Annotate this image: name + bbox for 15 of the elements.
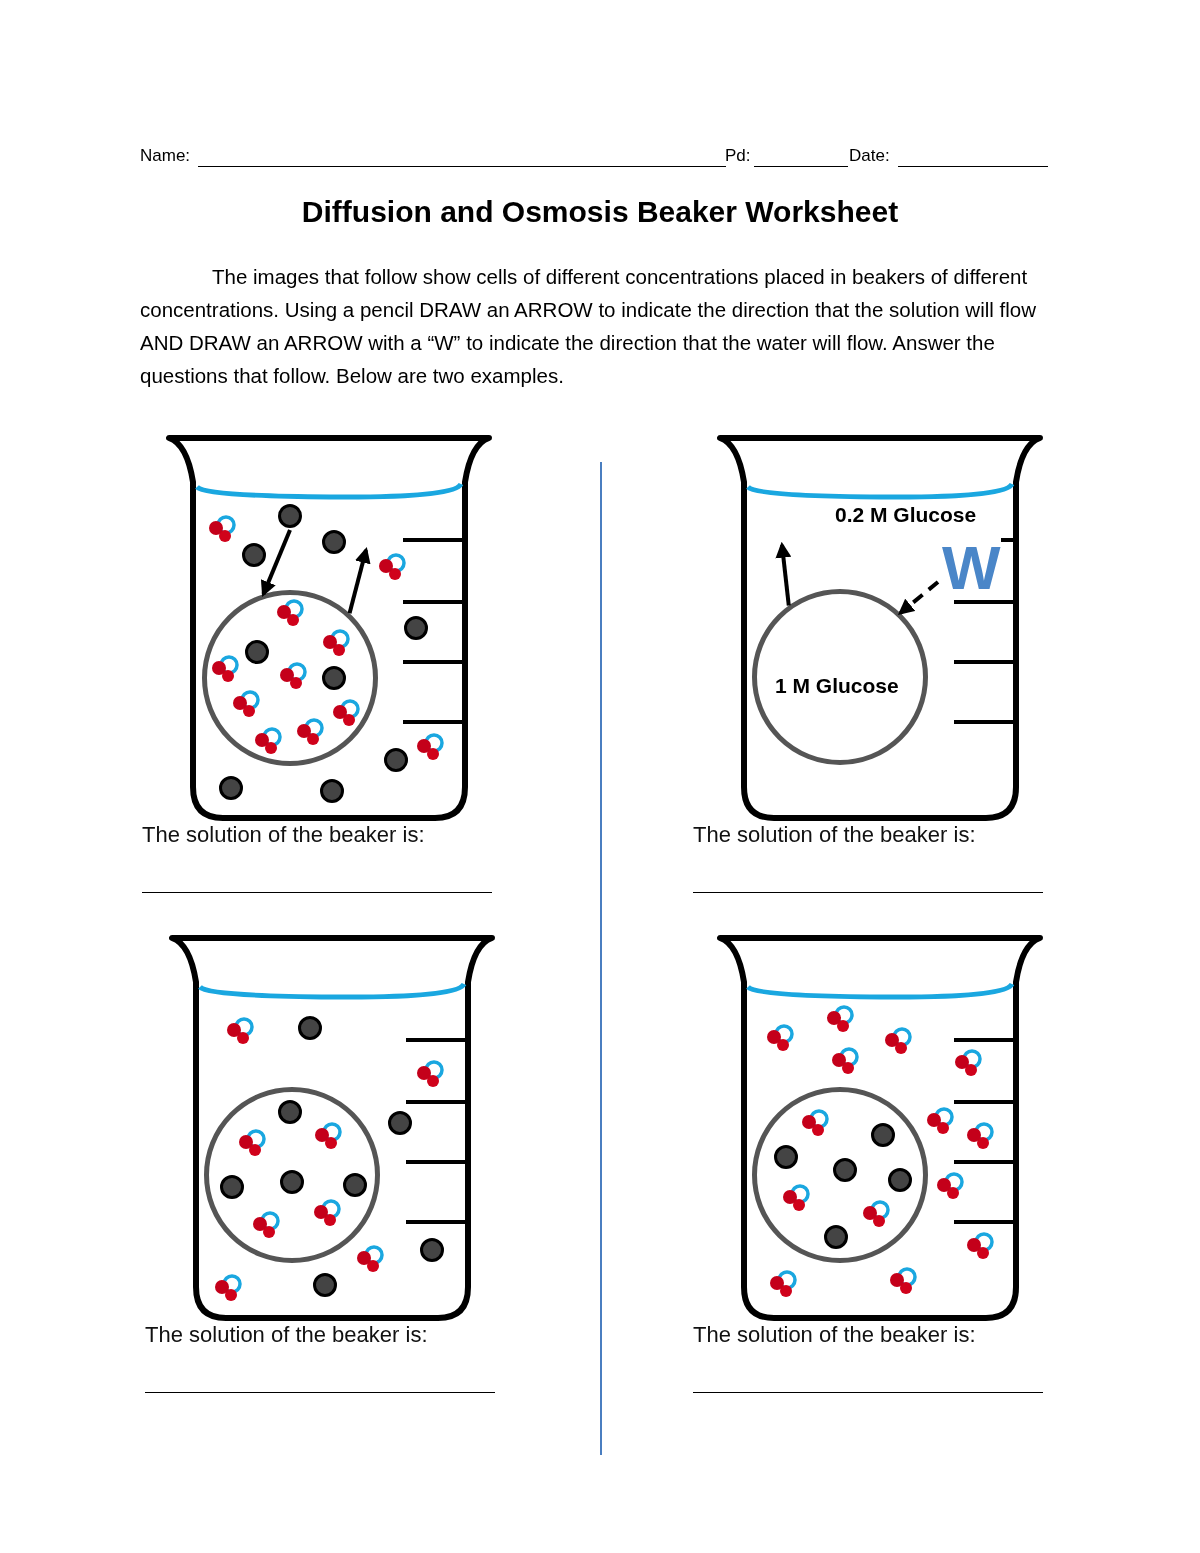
question-text: The solution of the beaker is: xyxy=(693,1322,976,1348)
arrow xyxy=(260,529,292,598)
question-text: The solution of the beaker is: xyxy=(693,822,976,848)
field-label: Pd: xyxy=(725,146,751,166)
instructions-paragraph: The images that follow show cells of different concentrations placed in beakers of different concentrations. Using a pencil DRAW an ARROW to indicate the direction that the solution will flow AND DRAW an ARROW with a “W” to indicate the direction that the water will flow. Answer the questions that follow. Below are two examples. xyxy=(140,264,1037,389)
cell-circle xyxy=(752,589,928,765)
question-text: The solution of the beaker is: xyxy=(142,822,425,848)
question-text: The solution of the beaker is: xyxy=(145,1322,428,1348)
arrow xyxy=(347,546,371,614)
concentration-label: 0.2 M Glucose xyxy=(835,503,977,527)
field-label: Name: xyxy=(140,146,191,166)
arrow xyxy=(897,580,940,615)
arrow xyxy=(775,541,792,606)
field-label: Date: xyxy=(849,146,890,166)
worksheet-title: Diffusion and Osmosis Beaker Worksheet xyxy=(300,195,900,229)
